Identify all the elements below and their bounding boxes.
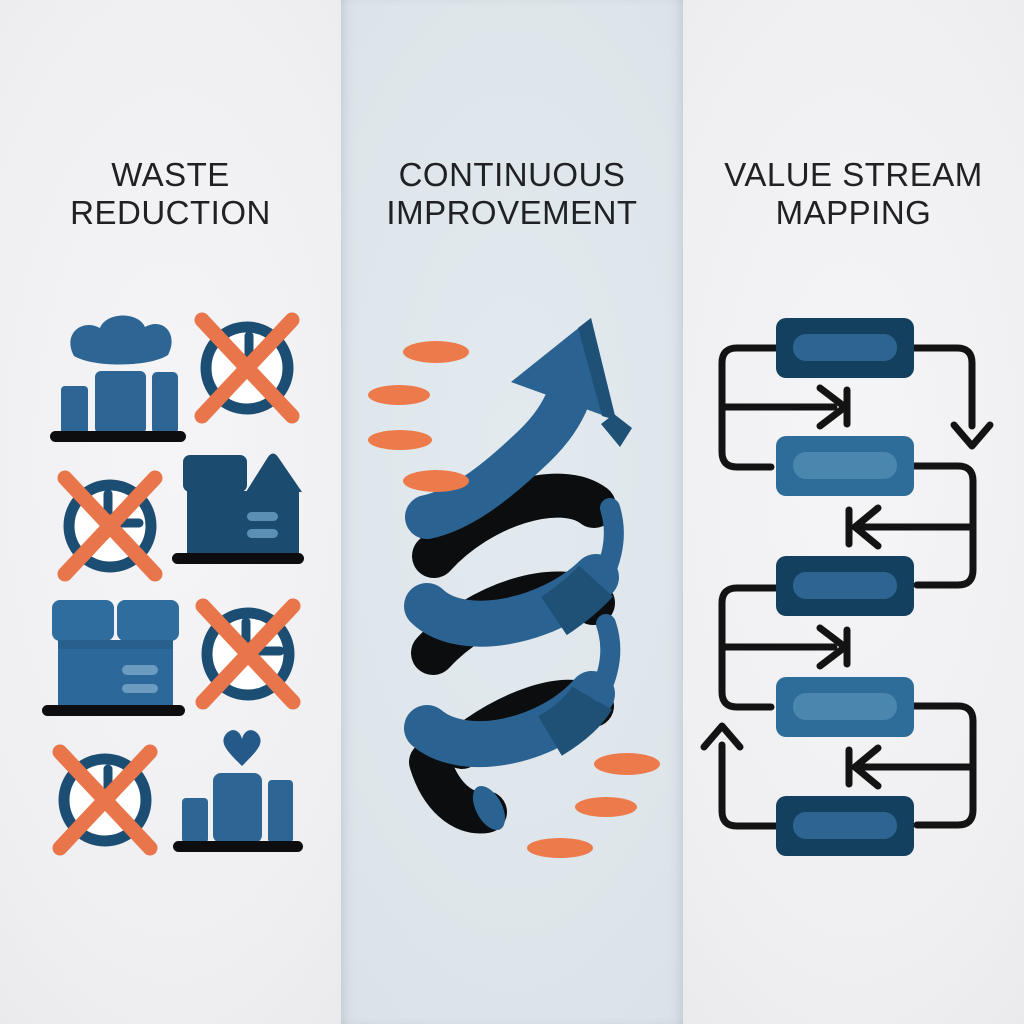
title-line: WASTE bbox=[111, 156, 230, 193]
panel-title-waste-reduction: WASTE REDUCTION bbox=[0, 156, 341, 231]
title-line: CONTINUOUS bbox=[398, 156, 626, 193]
title-line: IMPROVEMENT bbox=[386, 193, 638, 231]
title-line: VALUE STREAM bbox=[724, 156, 983, 193]
panel-value-stream-mapping: VALUE STREAM MAPPING bbox=[683, 0, 1024, 1024]
panel-waste-reduction: WASTE REDUCTION bbox=[0, 0, 341, 1024]
panel-title-value-stream-mapping: VALUE STREAM MAPPING bbox=[683, 156, 1024, 231]
panel-title-continuous-improvement: CONTINUOUS IMPROVEMENT bbox=[341, 156, 683, 231]
panel-continuous-improvement: CONTINUOUS IMPROVEMENT bbox=[341, 0, 683, 1024]
title-line: REDUCTION bbox=[70, 193, 271, 231]
title-line: MAPPING bbox=[775, 193, 932, 231]
